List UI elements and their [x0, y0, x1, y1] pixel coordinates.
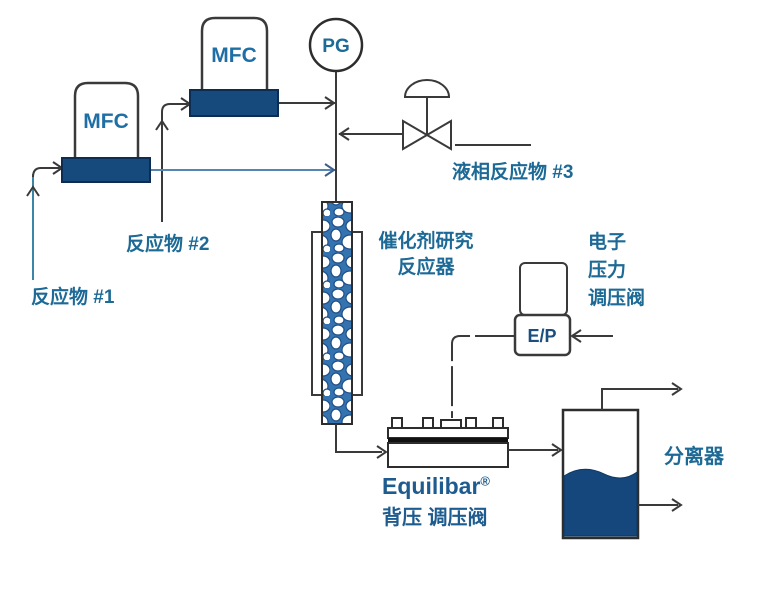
equilibar-bolt-2: [422, 417, 434, 429]
separator-top-outlet-line: [601, 388, 678, 410]
mfc2-body: [200, 16, 269, 90]
label-equilibar-brand: Equilibar®: [382, 473, 490, 500]
valve-to-header-arrow: [338, 127, 350, 141]
label-electronic-regulator-line2: 压力: [588, 260, 627, 281]
equilibar-registered-mark: ®: [480, 473, 490, 489]
equilibar-outlet-arrow: [551, 443, 563, 457]
label-electronic-regulator-line3: 调压阀: [588, 288, 646, 309]
ep-input-arrow: [570, 329, 582, 343]
pressure-gauge: PG: [308, 17, 364, 73]
reactor-outlet-arrow: [376, 445, 388, 459]
reactant2-feed-line: [161, 103, 188, 222]
equilibar-bolt-1: [391, 417, 403, 429]
reactant2-up-arrow: [155, 119, 169, 131]
reactant1-elbow-line: [32, 167, 60, 178]
pressure-gauge-dial: [308, 17, 364, 73]
separator-vessel: [561, 408, 640, 540]
label-reactor-line1: 催化剂研究: [378, 231, 474, 252]
label-electronic-regulator-line1: 电子: [588, 232, 627, 253]
mfc2: MFC: [189, 16, 279, 117]
mfc2-base: [189, 89, 279, 117]
mfc1-base: [61, 157, 151, 183]
mfc1-outlet-arrow: [324, 163, 336, 177]
mfc2-outlet-arrow: [324, 96, 336, 110]
control-valve: [402, 79, 452, 151]
equilibar-bolt-4: [492, 417, 504, 429]
separator-top-outlet-arrow: [671, 382, 683, 396]
equilibar-top-plate: [387, 427, 509, 439]
mfc1-body: [73, 81, 140, 158]
label-liquid-reactant-3: 液相反应物 #3: [452, 162, 574, 183]
ep-transducer: E/P: [513, 262, 572, 357]
label-reactor: 催化剂研究 反应器: [363, 229, 489, 281]
mfc2-label: MFC: [211, 44, 257, 67]
label-equilibar-sub: 背压 调压阀: [382, 507, 488, 529]
equilibar-body: [387, 442, 509, 468]
equilibar-valve: [387, 417, 509, 468]
reactor-outlet-line: [335, 424, 382, 453]
catalyst-bed-tube: [321, 201, 353, 425]
equilibar-brand-name: Equilibar: [382, 473, 481, 499]
equilibar-diaphragm-band: [388, 438, 508, 443]
reactor-column: [311, 201, 363, 425]
mfc1-label: MFC: [83, 110, 129, 133]
separator-bottom-outlet-arrow: [671, 498, 683, 512]
label-reactant-2: 反应物 #2: [126, 234, 210, 255]
valve-body-right: [425, 119, 452, 151]
equilibar-pilot-port: [440, 419, 462, 429]
valve-body-left: [402, 119, 429, 151]
pressure-gauge-label: PG: [322, 36, 349, 57]
label-electronic-regulator: 电子 压力 调压阀: [588, 229, 645, 313]
label-reactor-line2: 反应器: [397, 257, 455, 278]
mfc1: MFC: [61, 81, 151, 183]
ep-pilot-signal-line: [451, 335, 515, 418]
equilibar-bolt-3: [465, 417, 477, 429]
reactant1-up-arrow: [26, 185, 40, 197]
valve-actuator-dome: [403, 79, 451, 98]
label-reactant-1: 反应物 #1: [31, 287, 115, 308]
separator-liquid: [563, 468, 638, 537]
label-separator: 分离器: [664, 446, 724, 468]
ep-actuator-box: [519, 262, 568, 316]
ep-label: E/P: [527, 326, 556, 346]
